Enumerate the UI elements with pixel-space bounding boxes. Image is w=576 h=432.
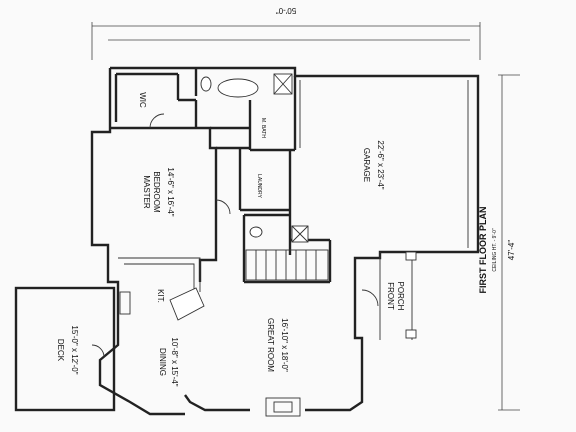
- porch-post-icon: [405, 251, 417, 261]
- dining-size: 10'-8" x 15'-4": [170, 337, 179, 386]
- master-bedroom-name: BEDROOM: [152, 171, 161, 213]
- dining-name: DINING: [158, 348, 167, 376]
- overall-width-label: 50'-0": [276, 6, 297, 15]
- toilet-icon: [200, 76, 212, 92]
- dimension-lines: [91, 22, 520, 411]
- master-bedroom-name: MASTER: [142, 175, 151, 209]
- bath-fixtures: [200, 73, 309, 243]
- bath-label: M. BATH: [260, 118, 266, 138]
- bathtub-icon: [217, 78, 259, 98]
- stair: [245, 249, 329, 281]
- deck-size: 15'-0" x 12'-0": [70, 325, 79, 374]
- ceiling-note: CEILING HT. - 9'-0": [492, 228, 498, 272]
- kitchen-label: KIT.: [156, 289, 165, 303]
- porch: [379, 251, 417, 340]
- garage-size: 22'-6" x 23'-4": [376, 140, 385, 189]
- garage-name: GARAGE: [362, 148, 371, 182]
- porch-label: FRONT: [386, 282, 395, 310]
- toilet-icon: [249, 226, 263, 238]
- plan-title: FIRST FLOOR PLAN: [478, 207, 488, 294]
- deck-outline: [14, 286, 116, 412]
- kitchen-counters: [118, 257, 205, 321]
- laundry-label: LAUNDRY: [256, 174, 262, 198]
- great-room-name: GREAT ROOM: [266, 318, 275, 372]
- porch-label: PORCH: [396, 282, 405, 311]
- great-room-size: 16'-10" x 18'-0": [280, 318, 289, 372]
- fireplace: [265, 397, 301, 417]
- kitchen-island: [169, 287, 205, 321]
- master-bedroom-size: 14'-6" x 16'-4": [166, 167, 175, 216]
- door-swings: [91, 113, 379, 358]
- overall-depth-label: 47'-4": [507, 240, 516, 261]
- porch-post-icon: [405, 329, 417, 339]
- deck-name: DECK: [56, 339, 65, 362]
- wic-label: WIC: [138, 92, 147, 108]
